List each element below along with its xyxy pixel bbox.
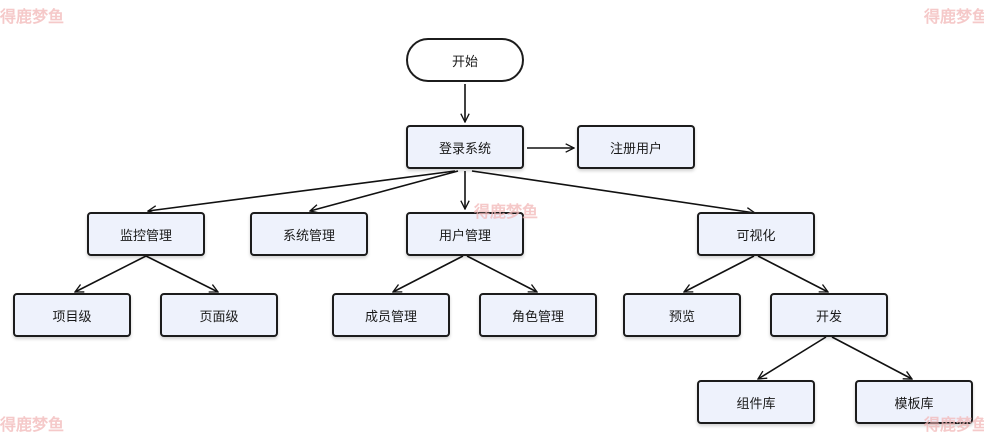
node-monitor: 监控管理 (87, 212, 205, 256)
edge-users-members (393, 255, 464, 293)
edge-monitor-project (75, 255, 147, 293)
node-system: 系统管理 (250, 212, 368, 256)
node-develop: 开发 (770, 293, 888, 337)
node-login: 登录系统 (406, 125, 524, 169)
node-template-lib: 模板库 (855, 380, 973, 424)
node-members: 成员管理 (332, 293, 450, 337)
node-project-level: 项目级 (13, 293, 131, 337)
edge-viz-preview (684, 255, 755, 293)
edge-login-viz (471, 170, 755, 213)
edge-develop-component (758, 336, 827, 379)
node-register: 注册用户 (577, 125, 695, 169)
node-start: 开始 (406, 38, 524, 82)
edge-login-system (310, 170, 459, 211)
edge-develop-template (831, 336, 912, 380)
node-preview: 预览 (623, 293, 741, 337)
edge-login-monitor (148, 170, 456, 211)
node-component-lib: 组件库 (697, 380, 815, 424)
node-page-level: 页面级 (160, 293, 278, 337)
edge-viz-develop (757, 255, 828, 293)
node-users: 用户管理 (406, 212, 524, 256)
node-roles: 角色管理 (479, 293, 597, 337)
edge-users-roles (466, 255, 537, 293)
node-viz: 可视化 (697, 212, 815, 256)
edge-monitor-page (145, 255, 218, 293)
